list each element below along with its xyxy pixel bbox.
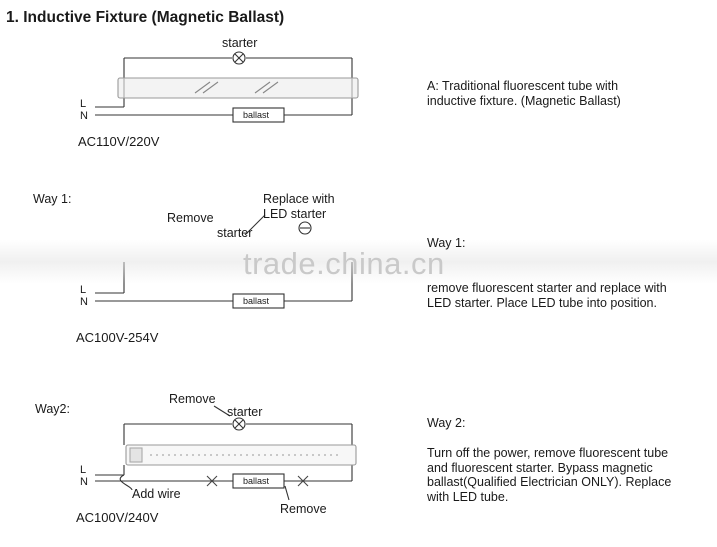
circuit-way2 [95, 423, 353, 501]
ballast-box-3 [232, 473, 285, 489]
way1-ballast-label: ballast [243, 296, 270, 306]
way2-description-heading: Way 2: [427, 416, 466, 430]
line-label: L [80, 98, 87, 110]
led-tube [125, 444, 357, 466]
way1-starter-label: starter [217, 226, 253, 240]
watermark: trade.china.cn [243, 246, 445, 281]
starter-symbol-2 [213, 405, 246, 431]
starter-label: starter [222, 36, 258, 50]
way1-voltage-label: AC100V-254V [76, 330, 159, 345]
way2-voltage-label: AC100V/240V [76, 510, 159, 525]
way2-line-label: L [80, 464, 87, 476]
description-traditional: A: Traditional fluorescent tube with ind… [427, 79, 621, 108]
way1-heading: Way 1: [33, 192, 72, 206]
way1-remove-label: Remove [167, 211, 214, 225]
way2-remove-starter-label: Remove [169, 392, 216, 406]
way1-line-label: L [80, 284, 87, 296]
cut-mark-right [297, 475, 309, 487]
way1-replace-label: Replace with LED starter [263, 192, 335, 221]
cut-mark-left [206, 475, 218, 487]
fluorescent-tube [117, 77, 359, 99]
watermark-band [0, 240, 717, 284]
voltage-label: AC110V/220V [78, 134, 160, 149]
way2-remove-ballast-label: Remove [280, 502, 327, 516]
add-wire-label: Add wire [132, 487, 181, 501]
way2-description: Turn off the power, remove fluorescent t… [427, 446, 672, 504]
way2-starter-label: starter [227, 405, 263, 419]
way1-description-heading: Way 1: [427, 236, 466, 250]
way2-neutral-label: N [80, 476, 88, 488]
way2-heading: Way2: [35, 402, 70, 416]
way2-ballast-label: ballast [243, 476, 270, 486]
ballast-box-2 [232, 293, 285, 309]
neutral-label: N [80, 110, 88, 122]
circuit-traditional [95, 57, 353, 116]
led-starter-symbol [298, 221, 312, 235]
ballast-label: ballast [243, 110, 270, 120]
way1-neutral-label: N [80, 296, 88, 308]
way1-description: remove fluorescent starter and replace w… [427, 281, 667, 310]
starter-symbol-1 [232, 51, 246, 65]
page-title: 1. Inductive Fixture (Magnetic Ballast) [6, 9, 285, 26]
ballast-box-1 [232, 107, 285, 123]
